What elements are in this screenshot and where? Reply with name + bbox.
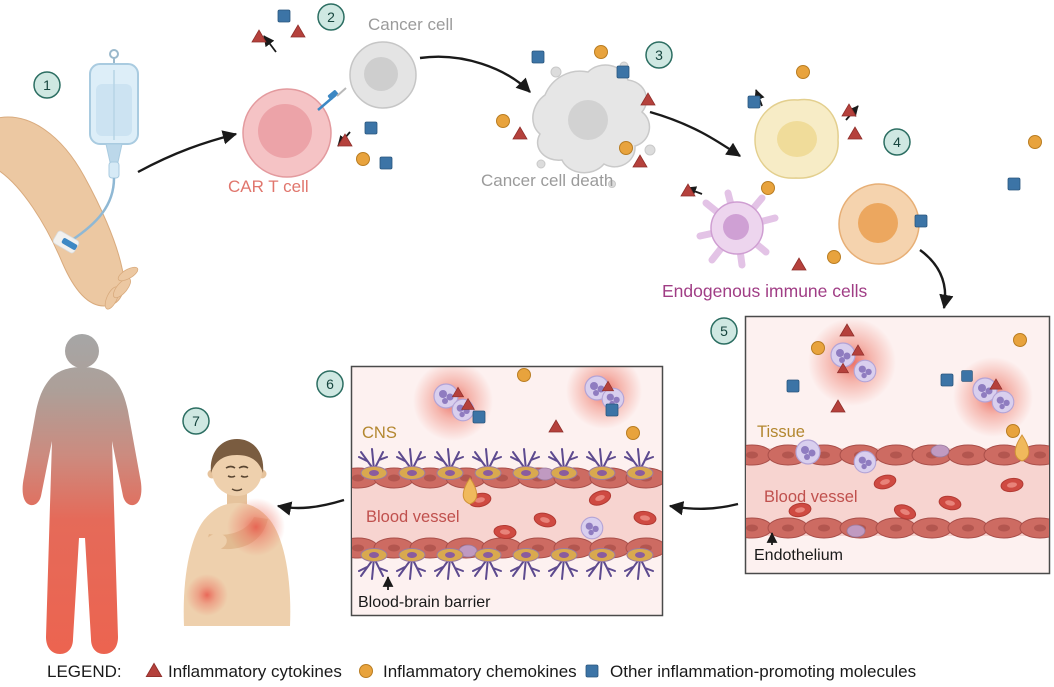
- label-car-t-cell: CAR T cell: [228, 177, 309, 196]
- svg-text:1: 1: [43, 77, 51, 93]
- tissue-box: [744, 315, 1051, 575]
- label-endogenous-immune-cells: Endogenous immune cells: [662, 281, 868, 301]
- mural-cell: [930, 444, 950, 458]
- iv-catheter: [52, 230, 80, 254]
- molecule-square: [1007, 177, 1021, 191]
- svg-text:4: 4: [893, 134, 901, 150]
- legend: LEGEND: Inflammatory cytokines Inflammat…: [47, 662, 916, 681]
- mural-cell: [846, 524, 866, 538]
- label-cancer-cell-death: Cancer cell death: [481, 171, 613, 190]
- legend-item-cytokines: Inflammatory cytokines: [168, 662, 342, 681]
- legend-item-chemokines: Inflammatory chemokines: [383, 662, 577, 681]
- cns-box: [350, 365, 664, 617]
- chemokine-circle: [496, 114, 510, 128]
- legend-cytokine-icon: [145, 662, 163, 678]
- cytokine-triangle: [337, 133, 353, 147]
- cytokine-triangle: [251, 29, 267, 43]
- head: [212, 446, 262, 496]
- label-blood-vessel-tissue: Blood vessel: [764, 488, 858, 506]
- step-badge-1: 1: [33, 71, 61, 99]
- hand: [205, 533, 227, 551]
- patient-chest-pain: [183, 439, 291, 626]
- chemokine-circle: [356, 152, 370, 166]
- cytokine-triangle: [632, 154, 648, 168]
- svg-text:3: 3: [655, 47, 663, 63]
- step-badges: 1 2 3 4 5 6 7: [33, 3, 911, 435]
- transmigrating-leukocyte: [795, 439, 821, 465]
- legend-chemokine-icon: [359, 664, 373, 678]
- face: [225, 465, 249, 492]
- label-cns: CNS: [362, 424, 397, 442]
- pain-glow-side: [186, 574, 228, 616]
- car-receptor-icon: [317, 87, 347, 111]
- arrow-step1-to-2: [137, 130, 238, 174]
- legend-molecule-icon: [585, 664, 599, 678]
- svg-text:7: 7: [192, 413, 200, 429]
- car-t-cell: [242, 87, 347, 178]
- endothelium-row-top: [352, 467, 662, 489]
- label-endothelium: Endothelium: [754, 547, 843, 564]
- molecule-square: [379, 156, 393, 170]
- hair: [210, 439, 264, 473]
- arrow-step2-to-3: [419, 55, 531, 93]
- step-badge-2: 2: [317, 3, 345, 31]
- step-badge-7: 7: [182, 407, 210, 435]
- cytokine-triangle: [847, 126, 863, 140]
- cytokine-triangle: [512, 126, 528, 140]
- molecule-square: [277, 9, 291, 23]
- label-tissue: Tissue: [757, 423, 805, 441]
- inflamed-cluster: [413, 367, 493, 441]
- cancer-cell-death: [532, 61, 656, 188]
- step-badge-5: 5: [710, 317, 738, 345]
- molecule-square: [914, 214, 928, 228]
- immune-cell-macrophage: [838, 183, 920, 265]
- chemokine-circle: [796, 65, 810, 79]
- chemokine-circle: [1028, 135, 1042, 149]
- chemokine-circle: [761, 181, 775, 195]
- body-figure: [22, 334, 142, 654]
- step-badge-3: 3: [645, 41, 673, 69]
- molecule-square: [747, 95, 761, 109]
- endothelium-row-top: [746, 444, 1049, 466]
- endothelium-row-bottom: [746, 517, 1049, 539]
- svg-text:6: 6: [326, 376, 334, 392]
- molecule-square: [531, 50, 545, 64]
- label-blood-vessel-cns: Blood vessel: [366, 508, 460, 526]
- arrow-step5-to-6: [668, 501, 739, 516]
- cytokine-triangle: [791, 257, 807, 271]
- legend-heading: LEGEND:: [47, 662, 122, 681]
- inflamed-cluster: [953, 357, 1033, 437]
- chemokine-circle: [594, 45, 608, 59]
- label-cancer-cell: Cancer cell: [368, 15, 453, 34]
- transmigrating-leukocyte: [853, 450, 877, 474]
- step-badge-4: 4: [883, 128, 911, 156]
- cancer-cell: [349, 41, 417, 109]
- transmigrating-leukocyte: [580, 516, 604, 540]
- chemokine-circle: [619, 141, 633, 155]
- step-badge-6: 6: [316, 370, 344, 398]
- flow-arrows: [137, 55, 954, 516]
- arrow-step6-to-7: [276, 498, 345, 516]
- chemokine-circle: [827, 250, 841, 264]
- inflamed-cluster: [566, 367, 642, 429]
- molecule-square: [364, 121, 378, 135]
- molecule-square: [616, 65, 630, 79]
- svg-text:2: 2: [327, 9, 335, 25]
- inflamed-cluster: [808, 318, 896, 406]
- legend-item-molecules: Other inflammation-promoting molecules: [610, 662, 916, 681]
- label-blood-brain-barrier: Blood-brain barrier: [358, 594, 491, 611]
- arrow-step4-to-5: [919, 249, 954, 310]
- svg-text:5: 5: [720, 323, 728, 339]
- cytokine-triangle: [290, 24, 306, 38]
- immune-cell-yellow: [754, 98, 839, 179]
- infusion-bag: [52, 49, 139, 254]
- patient-arm: [0, 116, 139, 310]
- arrow-step3-to-4: [649, 110, 741, 157]
- iv-tube: [71, 177, 116, 242]
- immune-cell-dendritic: [696, 189, 779, 269]
- pain-glow-chest: [227, 498, 285, 556]
